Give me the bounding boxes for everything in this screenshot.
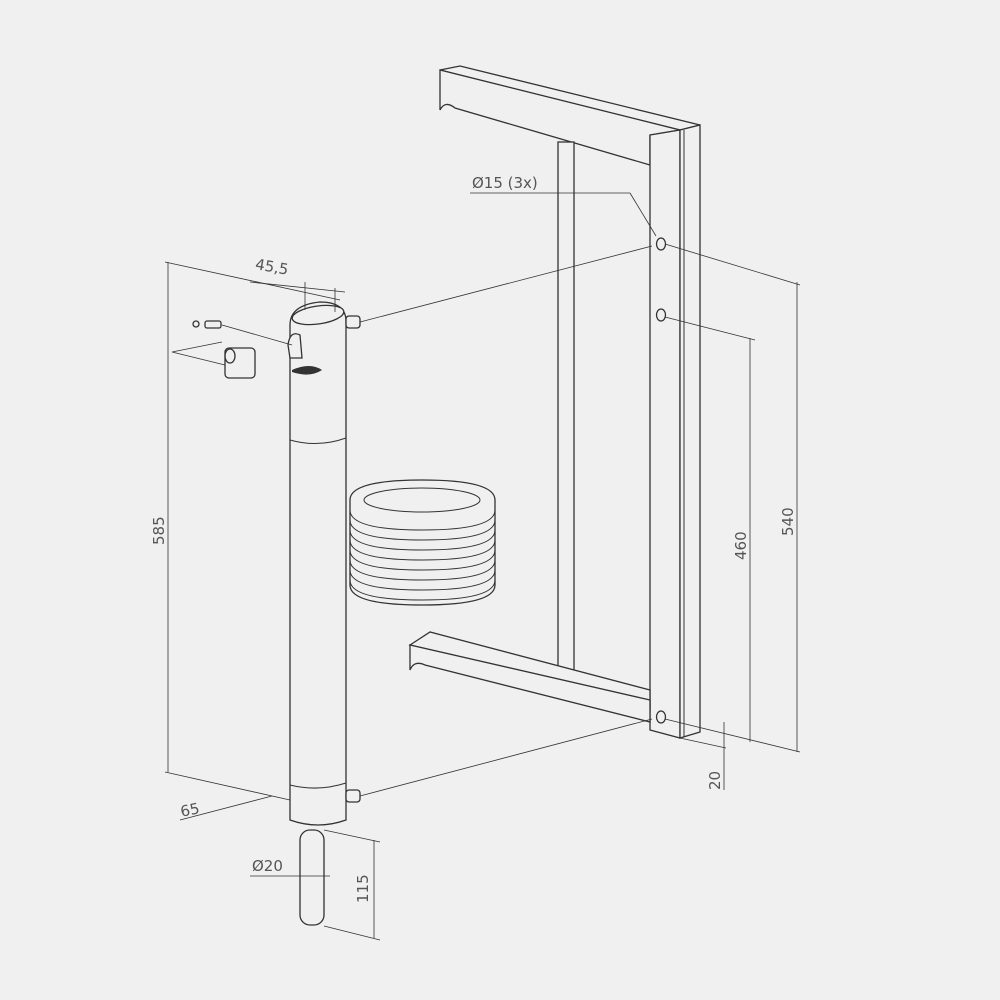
dim-rod-length: 115 — [354, 874, 372, 903]
dim-tube-width: 45,5 — [254, 255, 290, 279]
dimension-lines — [164, 192, 801, 941]
hole-middle — [655, 308, 667, 322]
lock-tube — [192, 301, 361, 926]
ground-rod — [299, 829, 325, 926]
dim-hole-spacing-top: 540 — [779, 507, 797, 536]
lock-cover — [287, 333, 303, 359]
dim-rod-diameter: Ø20 — [252, 857, 283, 875]
pin-bottom — [345, 789, 361, 803]
dim-bottom-offset: 20 — [706, 771, 724, 790]
cable-coil — [345, 392, 496, 606]
hole-bottom — [655, 710, 667, 724]
dim-depth: 65 — [179, 799, 201, 821]
pin-top — [345, 315, 361, 329]
dim-height-total: 585 — [150, 516, 168, 545]
dim-hole-spacing-middle: 460 — [732, 531, 750, 560]
assembly-lines — [171, 245, 653, 797]
dim-hole-diameter: Ø15 (3x) — [472, 174, 538, 192]
hole-top — [655, 237, 667, 251]
screw — [204, 320, 222, 329]
gate-frame — [408, 65, 701, 739]
